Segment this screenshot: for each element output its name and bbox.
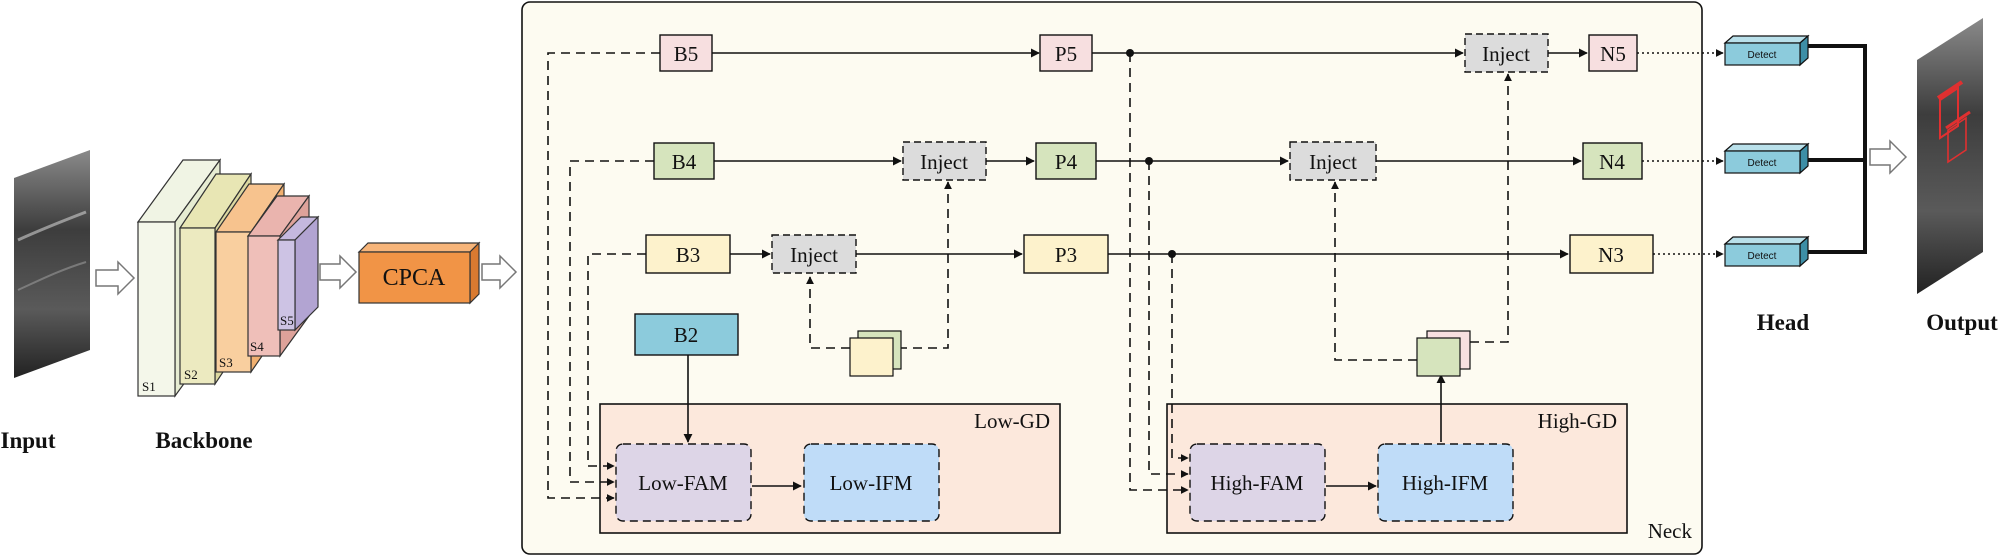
inject-p5-label: Inject: [1482, 42, 1530, 66]
node-b4: [653, 142, 715, 180]
high-gd-feature-stack: [1416, 330, 1471, 377]
node-b5-label: B5: [674, 42, 699, 66]
node-b2: [634, 313, 739, 356]
high-fam-label: High-FAM: [1211, 471, 1304, 495]
low-gd-label: Low-GD: [974, 409, 1050, 433]
output-label: Output: [1926, 310, 1998, 335]
node-p3-label: P3: [1055, 243, 1077, 267]
flow-arrow-icon: [95, 260, 136, 296]
input-label: Input: [1, 428, 56, 453]
input-image: [14, 150, 90, 378]
node-n4-label: N4: [1599, 150, 1625, 174]
node-n5-label: N5: [1600, 42, 1626, 66]
stage-label-s4: S4: [250, 339, 264, 354]
stage-label-s1: S1: [142, 379, 156, 394]
node-p5-label: P5: [1055, 42, 1077, 66]
low-ifm-label: Low-IFM: [830, 471, 913, 495]
node-b3-label: B3: [676, 243, 701, 267]
detect-label-1: Detect: [1748, 50, 1777, 61]
inject-b4-label: Inject: [920, 150, 968, 174]
detect-head-2: [1723, 142, 1810, 175]
high-fam-module: [1189, 443, 1326, 522]
stage-label-s2: S2: [184, 367, 198, 382]
detect-head-3: [1723, 235, 1810, 268]
backbone-label: Backbone: [155, 428, 252, 453]
stage-label-s3: S3: [219, 355, 233, 370]
inject-p4: [1289, 141, 1377, 181]
cpca-label: CPCA: [383, 265, 446, 291]
high-gd-label: High-GD: [1538, 409, 1617, 433]
inject-b3: [771, 234, 857, 274]
node-p3: [1023, 234, 1109, 274]
low-gd-feature-stack: [849, 330, 902, 377]
inject-b4: [902, 141, 987, 181]
detect-head-1: [1723, 34, 1810, 67]
detect-label-2: Detect: [1748, 158, 1777, 169]
node-n5: [1588, 34, 1638, 72]
flow-arrow-icon: [319, 254, 358, 290]
cpca-block: [357, 241, 481, 305]
stage-label-s5: S5: [280, 313, 294, 328]
node-n3-label: N3: [1598, 243, 1624, 267]
output-image: [1917, 18, 1983, 294]
node-p4-label: P4: [1055, 150, 1078, 174]
node-b3: [645, 234, 731, 274]
flow-arrow-icon: [1869, 139, 1908, 175]
inject-b3-label: Inject: [790, 243, 838, 267]
high-ifm-module: [1377, 443, 1514, 522]
node-b2-label: B2: [674, 323, 699, 347]
backbone-block: [136, 158, 320, 398]
node-b4-label: B4: [672, 150, 697, 174]
high-ifm-label: High-IFM: [1402, 471, 1489, 495]
node-n4: [1582, 142, 1643, 180]
inject-p4-label: Inject: [1309, 150, 1357, 174]
connections: [547, 44, 1867, 502]
low-fam-module: [615, 443, 752, 522]
inject-p5: [1464, 33, 1549, 73]
low-fam-label: Low-FAM: [638, 471, 728, 495]
node-p5: [1039, 34, 1093, 72]
node-b5: [659, 34, 713, 72]
detect-label-3: Detect: [1748, 251, 1777, 262]
low-ifm-module: [803, 443, 940, 522]
node-p4: [1035, 142, 1097, 180]
node-n3: [1569, 234, 1654, 274]
head-label: Head: [1757, 310, 1810, 335]
neck-label: Neck: [1648, 519, 1693, 543]
flow-arrow-icon: [481, 254, 518, 290]
